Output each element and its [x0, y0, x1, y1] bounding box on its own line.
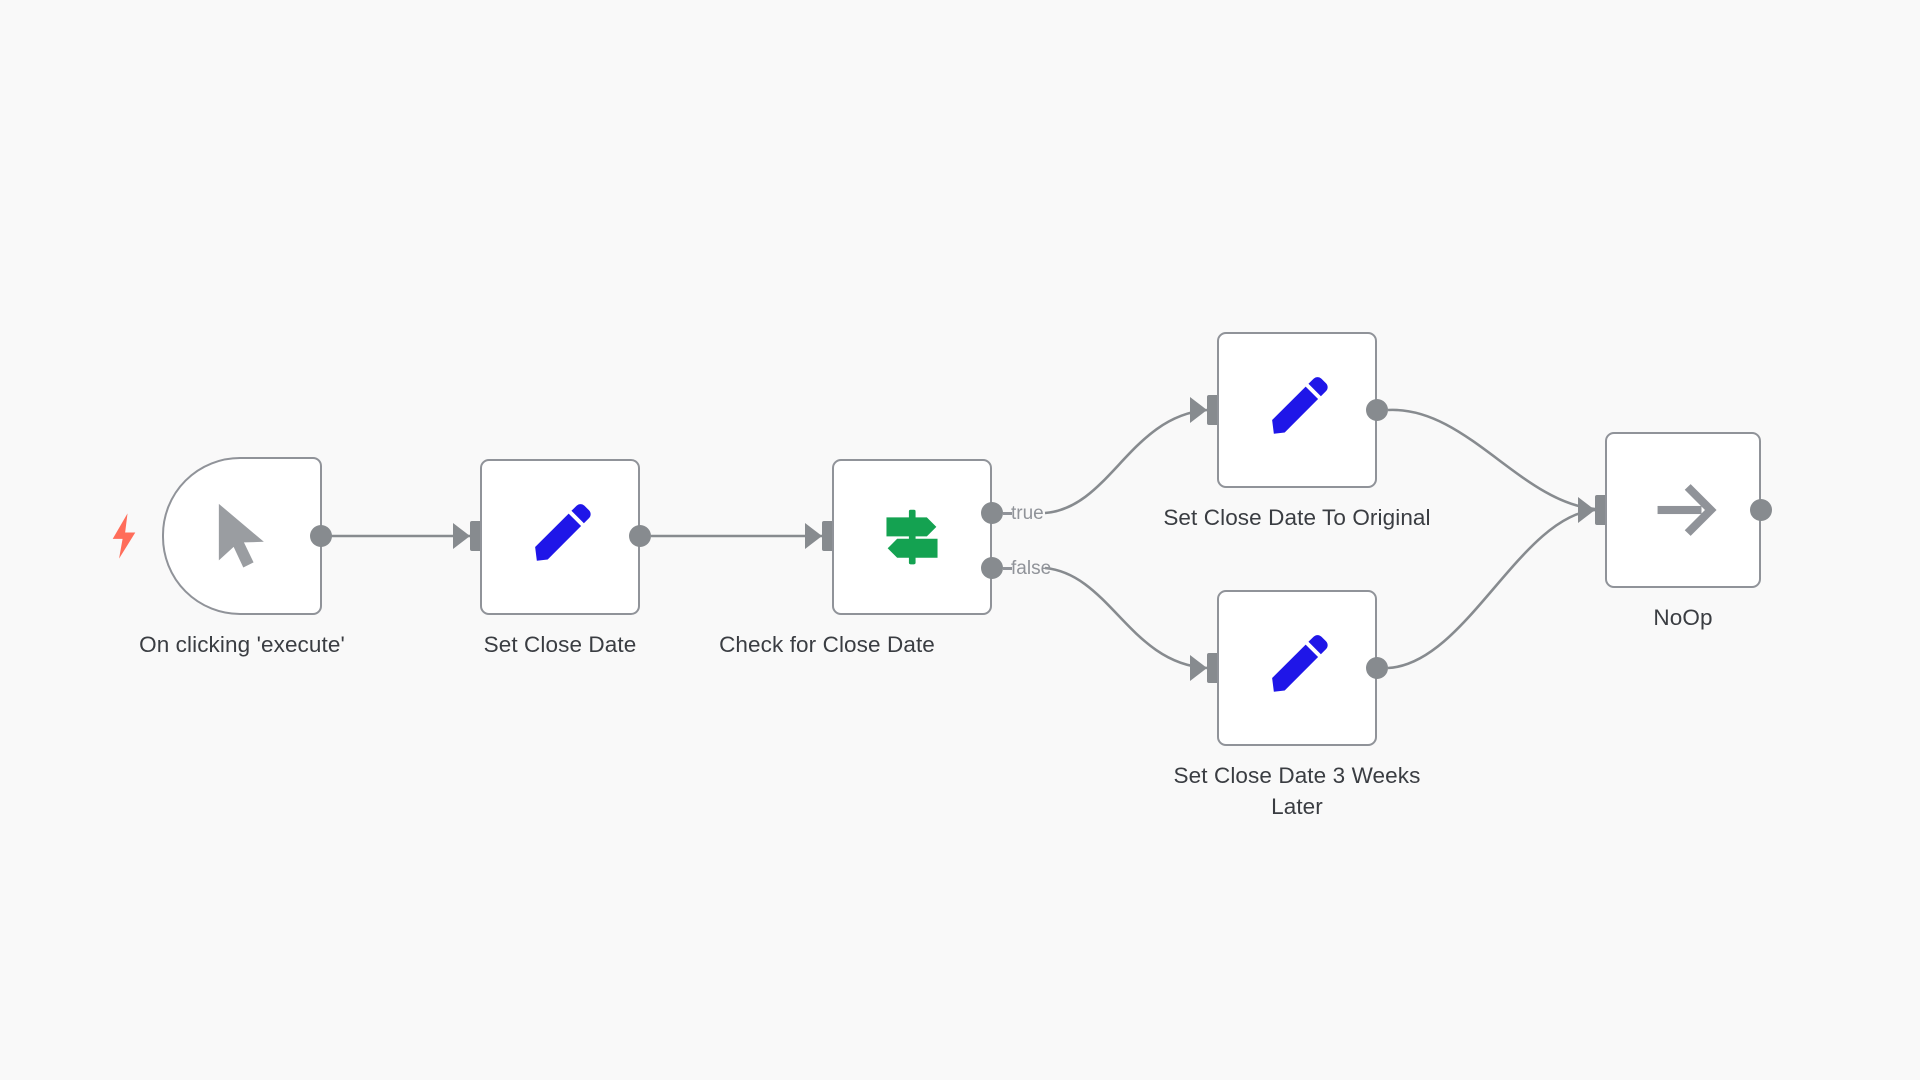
input-port-set-close-date-to-original[interactable] — [1207, 395, 1219, 425]
output-port-false[interactable] — [981, 557, 1003, 579]
node-set-close-date[interactable] — [480, 459, 640, 615]
input-arrow-noop — [1578, 497, 1595, 523]
input-port-noop[interactable] — [1595, 495, 1607, 525]
output-port-set-close-date-to-original[interactable] — [1366, 399, 1388, 421]
output-port-true[interactable] — [981, 502, 1003, 524]
edge-3-weeks-to-noop — [1387, 508, 1596, 670]
node-label-set-close-date-to-original: Set Close Date To Original — [1163, 505, 1431, 530]
edge-check-false-to-3-weeks — [1044, 566, 1208, 670]
node-set-close-date-to-original[interactable] — [1217, 332, 1377, 488]
node-label-noop: NoOp — [1653, 605, 1713, 630]
pencil-icon — [1258, 629, 1336, 707]
input-port-set-close-date-3-weeks-later[interactable] — [1207, 653, 1219, 683]
input-port-set-close-date[interactable] — [470, 521, 482, 551]
lightning-bolt-icon — [107, 512, 141, 560]
node-label-on-clicking-execute: On clicking 'execute' — [139, 632, 345, 657]
port-tick-false — [1003, 567, 1012, 570]
node-noop[interactable] — [1605, 432, 1761, 588]
node-set-close-date-3-weeks-later[interactable] — [1217, 590, 1377, 746]
arrow-right-icon — [1646, 473, 1720, 547]
input-arrow-set-close-date-3-weeks-later — [1190, 655, 1207, 681]
output-port-trigger[interactable] — [310, 525, 332, 547]
cursor-pointer-icon — [211, 500, 273, 572]
node-check-for-close-date[interactable] — [832, 459, 992, 615]
node-label-check-for-close-date: Check for Close Date — [719, 632, 935, 657]
pencil-icon — [521, 498, 599, 576]
output-port-set-close-date[interactable] — [629, 525, 651, 547]
port-label-false: false — [1011, 558, 1052, 579]
input-port-check-for-close-date[interactable] — [822, 521, 834, 551]
port-label-true: true — [1011, 503, 1044, 524]
port-tick-true — [1003, 512, 1012, 515]
node-on-clicking-execute[interactable] — [162, 457, 322, 615]
edge-original-to-noop — [1387, 408, 1596, 511]
edge-check-true-to-original — [1044, 408, 1208, 515]
node-label-set-close-date-3-weeks-later: Set Close Date 3 Weeks Later — [1173, 763, 1421, 819]
pencil-icon — [1258, 371, 1336, 449]
output-port-set-close-date-3-weeks-later[interactable] — [1366, 657, 1388, 679]
node-label-set-close-date: Set Close Date — [483, 632, 637, 657]
input-arrow-set-close-date — [453, 523, 470, 549]
signpost-icon — [874, 499, 950, 575]
input-arrow-set-close-date-to-original — [1190, 397, 1207, 423]
output-port-noop[interactable] — [1750, 499, 1772, 521]
input-arrow-check-for-close-date — [805, 523, 822, 549]
